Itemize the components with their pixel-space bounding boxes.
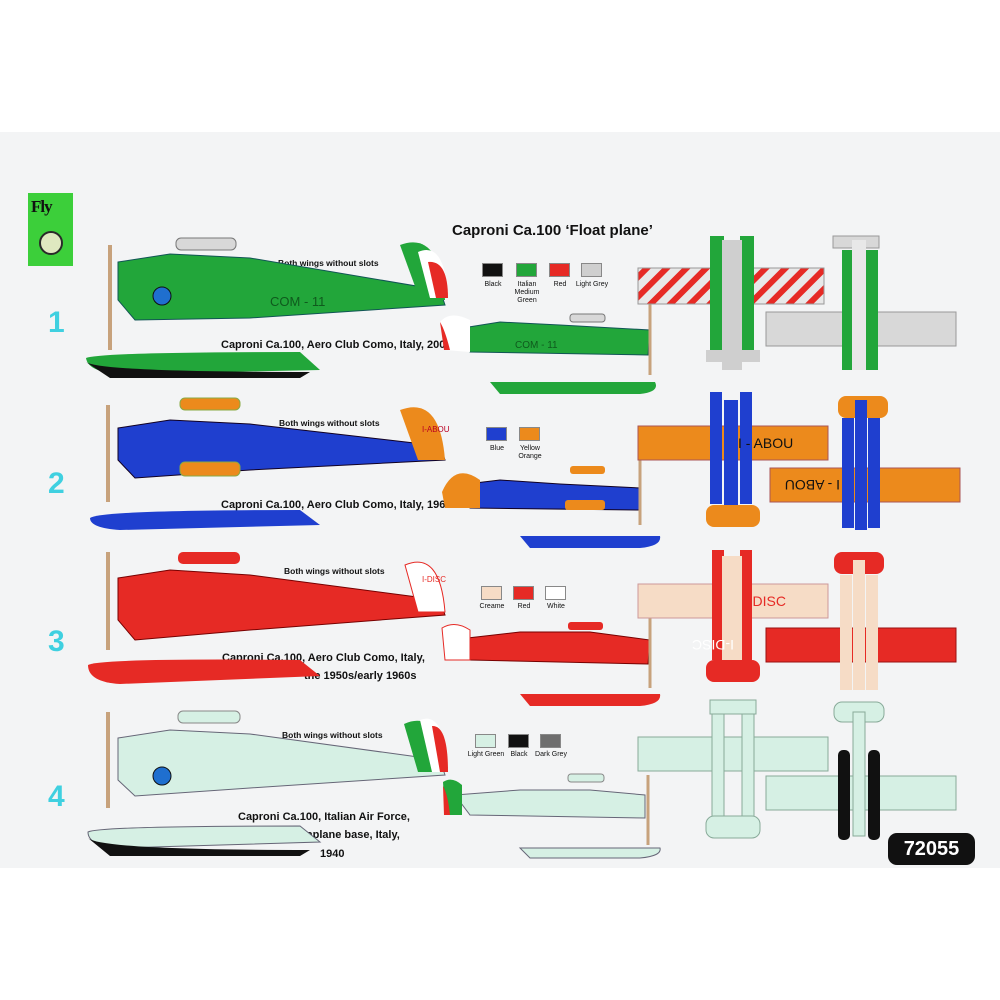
side-view-2b bbox=[442, 455, 661, 548]
swatch-red bbox=[513, 586, 534, 600]
product-code: 72055 bbox=[888, 833, 975, 865]
fly-logo: Fly bbox=[28, 193, 73, 266]
fly-logo-icon bbox=[39, 231, 63, 255]
side-view-3: I-DISC bbox=[88, 552, 446, 684]
swatch-green bbox=[516, 263, 537, 277]
swatch-label: Italian Medium Green bbox=[514, 281, 540, 304]
scheme-caption-1: Caproni Ca.100, Aero Club Como, Italy, 2… bbox=[221, 339, 452, 351]
swatch-blue bbox=[486, 427, 507, 441]
scheme-caption-3b: the 1950s/early 1960s bbox=[304, 670, 417, 682]
swatch-label: Red bbox=[553, 281, 567, 288]
top-view-3b: I-DISC bbox=[692, 552, 957, 690]
top-view-1a bbox=[637, 236, 825, 370]
top-view-2b: I - ABOU bbox=[769, 396, 961, 530]
swatch-yellow-orange bbox=[519, 427, 540, 441]
swatch-black bbox=[508, 734, 529, 748]
top-view-4a bbox=[637, 699, 829, 839]
scheme-number-1: 1 bbox=[48, 306, 65, 339]
side-view-1b: COM - 11 bbox=[440, 300, 656, 394]
top-view-2a: I - ABOU bbox=[637, 392, 829, 527]
top-view-3a: I-DISC bbox=[637, 550, 829, 682]
scheme-number-3: 3 bbox=[48, 625, 65, 658]
scheme-number-2: 2 bbox=[48, 467, 65, 500]
svg-text:I-DISC: I-DISC bbox=[692, 637, 734, 653]
svg-text:I-DISC: I-DISC bbox=[422, 575, 446, 584]
side-view-4b bbox=[443, 773, 661, 859]
svg-text:I-ABOU: I-ABOU bbox=[422, 425, 450, 434]
swatch-black bbox=[482, 263, 503, 277]
swatch-label: Blue bbox=[489, 445, 504, 452]
top-view-4b bbox=[765, 701, 957, 840]
swatch-red bbox=[549, 263, 570, 277]
svg-text:I - ABOU: I - ABOU bbox=[785, 477, 840, 493]
scheme-caption-4a: Caproni Ca.100, Italian Air Force, bbox=[238, 811, 410, 823]
svg-text:COM - 11: COM - 11 bbox=[515, 340, 558, 351]
scheme-caption-2: Caproni Ca.100, Aero Club Como, Italy, 1… bbox=[221, 499, 452, 511]
swatch-label: Creame bbox=[479, 603, 505, 610]
swatch-creame bbox=[481, 586, 502, 600]
sheet-title: Caproni Ca.100 ‘Float plane’ bbox=[452, 222, 653, 239]
side-view-4 bbox=[87, 710, 448, 856]
scheme-caption-4c: 1940 bbox=[320, 848, 345, 860]
top-view-1b bbox=[765, 235, 957, 370]
side-view-2: I-ABOU bbox=[90, 397, 450, 530]
swatch-label: Light Grey bbox=[575, 281, 609, 288]
logo-text: Fly bbox=[31, 197, 53, 216]
side-view-3b bbox=[441, 618, 661, 706]
swatch-white bbox=[545, 586, 566, 600]
swatch-label: Black bbox=[484, 281, 502, 288]
svg-text:COM - 11: COM - 11 bbox=[270, 294, 325, 309]
svg-text:I-DISC: I-DISC bbox=[744, 593, 786, 609]
swatch-label: Black bbox=[510, 751, 528, 758]
wing-note-1: Both wings without slots bbox=[278, 258, 379, 268]
swatch-label: Dark Grey bbox=[535, 751, 567, 758]
side-view-1: COM - 11 bbox=[86, 237, 448, 378]
wing-note-2: Both wings without slots bbox=[279, 418, 380, 428]
scheme-number-4: 4 bbox=[48, 780, 65, 813]
swatch-label: Yellow Orange bbox=[518, 445, 542, 460]
swatch-light-grey bbox=[581, 263, 602, 277]
swatch-light-green bbox=[475, 734, 496, 748]
wing-note-3: Both wings without slots bbox=[284, 566, 385, 576]
swatch-label: Light Green bbox=[467, 751, 505, 758]
swatch-dark-grey bbox=[540, 734, 561, 748]
swatch-label: White bbox=[547, 603, 565, 610]
swatch-label: Red bbox=[517, 603, 531, 610]
svg-text:I - ABOU: I - ABOU bbox=[738, 435, 793, 451]
wing-note-4: Both wings without slots bbox=[282, 730, 383, 740]
